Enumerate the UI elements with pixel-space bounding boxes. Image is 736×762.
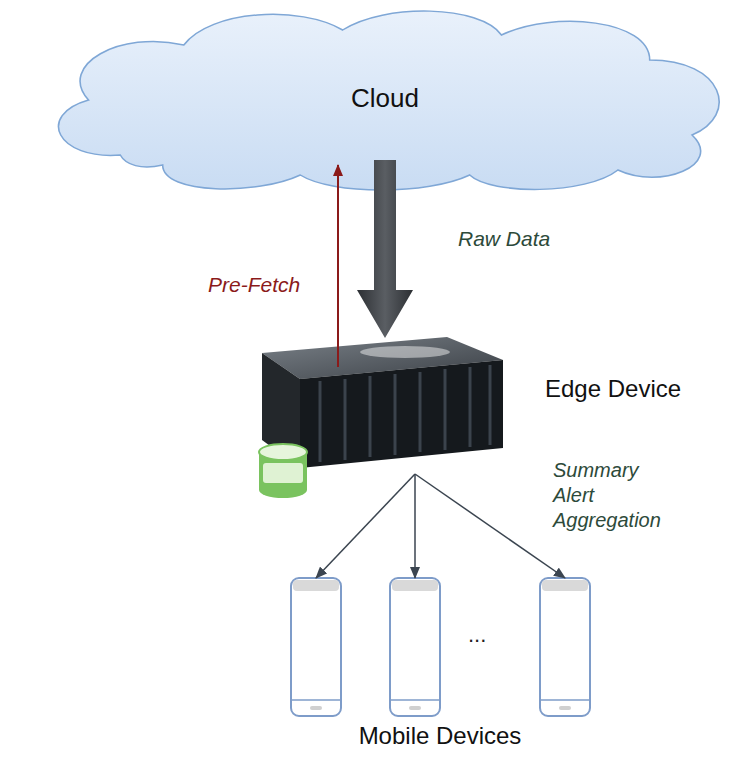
edge-label: Raw Data [458, 226, 550, 252]
phone-icons [291, 578, 590, 716]
block-arrow [357, 160, 413, 338]
mobile-devices-group: Mobile Devices [270, 576, 610, 762]
flow-arrow [415, 474, 565, 578]
edge-label: Pre-Fetch [208, 272, 300, 298]
node-label: Mobile Devices [270, 722, 610, 750]
ellipsis-label: ... [468, 622, 486, 648]
node-label: Cloud [25, 83, 736, 114]
node-label: Edge Device [545, 375, 681, 403]
database-icon [259, 444, 307, 498]
edge-device-node: Edge Device [258, 335, 506, 470]
flow-arrow [316, 474, 415, 578]
flow-arrow [414, 474, 416, 578]
flow-arrow [337, 165, 339, 367]
edge-label: Summary Alert Aggregation [553, 458, 671, 533]
